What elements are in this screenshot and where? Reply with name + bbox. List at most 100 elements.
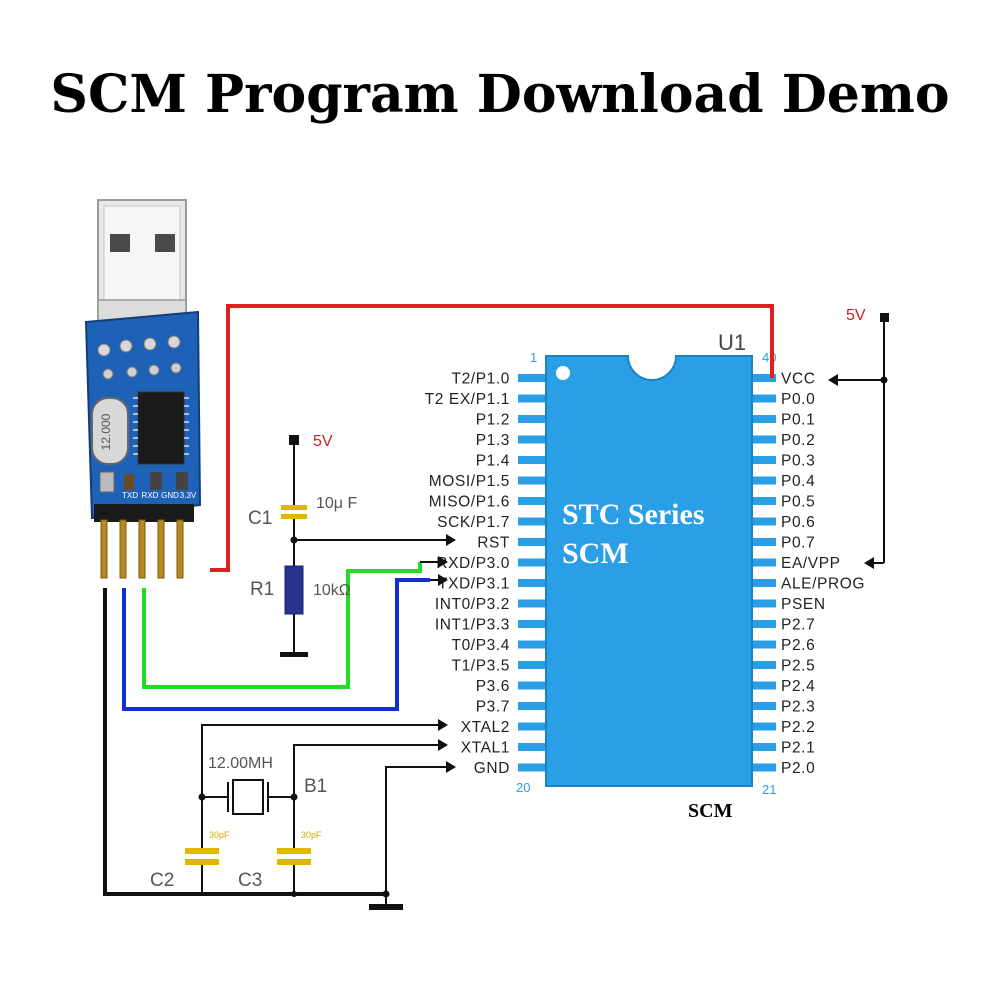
right-pin-p0-5 (752, 497, 776, 505)
right-pin-p2-5 (752, 661, 776, 669)
pin-number-40: 40 (762, 350, 776, 365)
left-pin-label-txd-p3-1: TXD/P3.1 (438, 576, 510, 593)
left-pin-t2-ex-p1-1 (518, 394, 546, 403)
r1-label: R1 (250, 579, 274, 600)
right-pin-label-ale-prog: ALE/PROG (781, 576, 865, 593)
usb-module-pcb: 12.000 TXD RXD GND 3.3V (84, 310, 202, 522)
left-pin-label-miso-p1-6: MISO/P1.6 (429, 494, 510, 511)
right-pin-p0-6 (752, 517, 776, 526)
right-pin-psen (752, 599, 776, 608)
left-pin-int0-p3-2 (518, 599, 546, 608)
module-pin-label-gnd: GND (161, 491, 179, 500)
c3-label: C3 (238, 870, 262, 891)
chip-label-line2: SCM (562, 537, 629, 570)
left-pin-label-int0-p3-2: INT0/P3.2 (435, 596, 510, 613)
left-pin-label-rst: RST (477, 535, 510, 552)
left-pin-p1-4 (518, 456, 546, 464)
c1-plate-top (281, 505, 307, 510)
left-pin-label-t2-ex-p1-1: T2 EX/P1.1 (425, 391, 510, 408)
wire-rxd-green (142, 562, 422, 689)
left-pin-t1-p3-5 (518, 661, 546, 669)
module-crystal-marking: 12.000 (99, 413, 113, 450)
pin-number-21: 21 (762, 782, 776, 797)
c3-plate-bottom (277, 859, 311, 865)
right-pin-label-p0-4: P0.4 (781, 473, 815, 490)
crystal-label: B1 (304, 776, 327, 797)
module-crystal (91, 397, 129, 465)
right-pin-label-vcc: VCC (781, 371, 816, 388)
chip-designator: U1 (718, 330, 746, 355)
left-pin-p3-6 (518, 681, 546, 690)
right-pin-label-p0-5: P0.5 (781, 494, 815, 511)
right-pin-label-p2-3: P2.3 (781, 699, 815, 716)
right-pin-label-p2-5: P2.5 (781, 658, 815, 675)
left-pin-txd-p3-1 (518, 579, 546, 587)
right-pin-label-p0-3: P0.3 (781, 453, 815, 470)
right-pin-p2-1 (752, 743, 776, 751)
right-pin-p0-3 (752, 456, 776, 464)
module-header-pins (100, 519, 184, 579)
right-pin-label-p0-7: P0.7 (781, 535, 815, 552)
right-pin-label-p2-1: P2.1 (781, 740, 815, 757)
right-pin-vcc (752, 374, 776, 382)
right-pin-label-p0-2: P0.2 (781, 432, 815, 449)
right-pin-p2-2 (752, 722, 776, 731)
crystal-value: 12.00MH (208, 755, 273, 772)
right-pin-label-psen: PSEN (781, 596, 826, 613)
left-pin-label-gnd: GND (474, 760, 510, 777)
ground-symbol (369, 904, 403, 910)
c1-plate-bottom (281, 514, 307, 519)
left-pin-sck-p1-7 (518, 517, 546, 526)
chip-left-pins: T2/P1.0T2 EX/P1.1P1.2P1.3P1.4MOSI/P1.5MI… (425, 371, 546, 777)
right-5v-label: 5V (846, 307, 866, 324)
c2-value: 30pF (209, 830, 230, 840)
chip-label-line1: STC Series (562, 498, 705, 531)
chip-right-pins: VCCP0.0P0.1P0.2P0.3P0.4P0.5P0.6P0.7EA/VP… (752, 371, 865, 777)
pin-number-20: 20 (516, 780, 530, 795)
c2-label: C2 (150, 870, 174, 891)
left-pin-label-mosi-p1-5: MOSI/P1.5 (429, 473, 510, 490)
page-title: SCM Program Download Demo (50, 64, 949, 125)
chip-body (545, 355, 753, 787)
right-pin-p2-6 (752, 640, 776, 649)
right-5v-supply: 5V (828, 307, 889, 569)
c1-value: 10μ F (316, 495, 357, 512)
left-pin-p1-2 (518, 415, 546, 423)
left-pin-rst (518, 538, 546, 546)
r1-value: 10kΩ (313, 582, 351, 599)
left-pin-label-t1-p3-5: T1/P3.5 (452, 658, 510, 675)
right-pin-label-p0-1: P0.1 (781, 412, 815, 429)
left-pin-label-t2-p1-0: T2/P1.0 (452, 371, 510, 388)
crystal-network: 12.00MH B1 30pF C2 30pF C3 (150, 719, 456, 910)
left-pin-gnd (518, 763, 546, 772)
left-pin-t0-p3-4 (518, 640, 546, 649)
left-pin-int1-p3-3 (518, 620, 546, 628)
wire-gnd-black (103, 588, 388, 896)
right-pin-label-p2-0: P2.0 (781, 760, 815, 777)
left-pin-miso-p1-6 (518, 497, 546, 505)
right-pin-label-p2-6: P2.6 (781, 637, 815, 654)
module-pin-label-rxd: RXD (142, 491, 159, 500)
left-pin-label-p1-4: P1.4 (476, 453, 510, 470)
reset-network: 5V C1 10μ F R1 10kΩ (248, 433, 456, 657)
left-5v-label: 5V (313, 433, 333, 450)
c2-plate-top (185, 848, 219, 854)
c1-label: C1 (248, 508, 272, 529)
left-pin-label-p1-3: P1.3 (476, 432, 510, 449)
right-pin-p2-3 (752, 702, 776, 710)
left-pin-rxd-p3-0 (518, 558, 546, 567)
usb-ttl-module: 12.000 TXD RXD GND 3.3V (84, 199, 202, 579)
c3-value: 30pF (301, 830, 322, 840)
left-pin-label-int1-p3-3: INT1/P3.3 (435, 617, 510, 634)
left-pin-label-p3-7: P3.7 (476, 699, 510, 716)
left-pin-xtal2 (518, 722, 546, 731)
left-pin-label-rxd-p3-0: RXD/P3.0 (436, 555, 510, 572)
module-ic (137, 391, 185, 465)
left-pin-mosi-p1-5 (518, 476, 546, 485)
left-pin-p3-7 (518, 702, 546, 710)
left-pin-t2-p1-0 (518, 374, 546, 382)
chip-caption: SCM (688, 800, 733, 822)
left-pin-label-t0-p3-4: T0/P3.4 (452, 637, 510, 654)
module-pin-label-txd: TXD (122, 491, 138, 500)
module-pin-label-3v3: 3.3V (180, 491, 197, 500)
